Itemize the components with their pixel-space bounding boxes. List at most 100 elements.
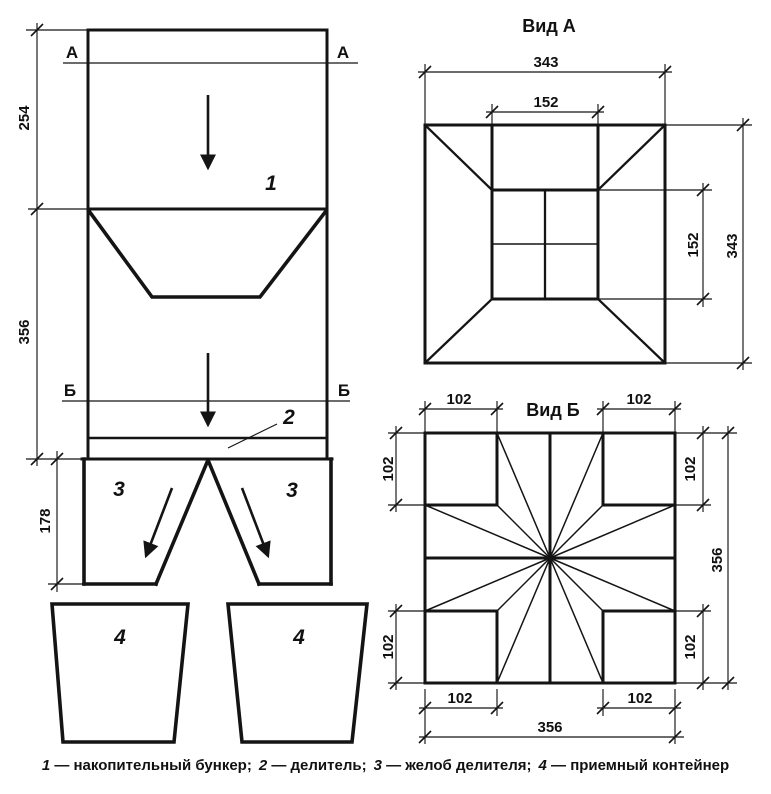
section-a-a: А А: [63, 43, 358, 64]
dim-tick: [736, 118, 750, 132]
legend-item-2: 2 — делитель;: [259, 757, 367, 774]
dim-102-bottom-right: 102: [627, 690, 652, 707]
dim-102-right-lower: 102: [682, 634, 699, 659]
part3-label-left: 3: [113, 478, 125, 501]
part2-label: 2: [282, 406, 295, 429]
dim-tick: [596, 701, 610, 715]
view-a-title: Вид А: [522, 16, 576, 36]
chute-box: [80, 457, 334, 587]
view-b-dimensions: 102 102 102 102: [380, 391, 737, 744]
legend-caption: 1 — накопительный бункер;2 — делитель;3 …: [0, 757, 771, 774]
dim-tick: [418, 65, 432, 79]
view-b-corner-tl: [423, 431, 499, 507]
dim-tick: [668, 402, 682, 416]
part2-leader-line: [227, 423, 278, 449]
view-b: Вид Б: [380, 391, 737, 744]
view-a-dimensions: 343 152 152 343: [418, 54, 752, 370]
dim-tick: [696, 426, 710, 440]
dim-tick: [30, 452, 44, 466]
dim-tick: [389, 676, 403, 690]
section-a-label-right: А: [337, 43, 349, 62]
dim-tick: [50, 452, 64, 466]
view-b-corner-bl: [423, 609, 499, 685]
container-left: [50, 602, 190, 744]
dim-343-top: 343: [533, 54, 558, 71]
dim-tick: [721, 676, 735, 690]
part4-label-right: 4: [292, 626, 305, 649]
ray: [496, 432, 551, 559]
ray: [424, 504, 551, 559]
view-a-outer-square: [423, 123, 667, 365]
section-b-label-right: Б: [338, 381, 350, 400]
dim-343-right: 343: [724, 233, 741, 258]
dim-102-top-right: 102: [626, 391, 651, 408]
legend-num-4: 4: [538, 757, 547, 774]
legend-num-3: 3: [373, 757, 382, 774]
dim-tick: [418, 402, 432, 416]
dim-102-top-left: 102: [446, 391, 471, 408]
ray: [496, 557, 551, 612]
legend-num-1: 1: [41, 757, 51, 774]
ray: [496, 504, 551, 559]
chute-arrow-left: [143, 487, 174, 559]
legend-item-1: 1 — накопительный бункер;: [42, 757, 252, 774]
legend-item-4: 4 — приемный контейнер: [539, 757, 730, 774]
section-b-label-left: Б: [64, 381, 76, 400]
container-right: [226, 602, 370, 744]
dim-102-left-upper: 102: [380, 456, 397, 481]
legend-text-4: — приемный контейнер: [551, 757, 730, 774]
chute-arrow-right: [240, 487, 271, 559]
dim-tick: [696, 292, 710, 306]
dim-tick: [721, 426, 735, 440]
hopper-funnel: [86, 208, 329, 299]
section-a-label-left: А: [66, 43, 78, 62]
dim-tick: [490, 402, 504, 416]
dim-tick: [389, 426, 403, 440]
dim-152-top: 152: [533, 94, 558, 111]
dim-tick: [736, 356, 750, 370]
view-a-diagonal-tr: [596, 123, 667, 192]
dim-tick: [658, 65, 672, 79]
dim-tick: [591, 105, 605, 119]
ray: [549, 504, 676, 559]
view-a-diagonal-bl: [423, 297, 494, 365]
view-a-diagonal-br: [596, 297, 667, 365]
ray: [549, 504, 604, 559]
dim-102-bottom-left: 102: [447, 690, 472, 707]
legend-text-3: — желоб делителя;: [386, 757, 532, 774]
dim-tick: [696, 183, 710, 197]
legend-text-2: — делитель;: [271, 757, 367, 774]
dim-tick: [490, 701, 504, 715]
dim-tick: [696, 498, 710, 512]
view-b-title: Вид Б: [526, 400, 579, 420]
ray: [549, 432, 604, 559]
dim-102-right-upper: 102: [682, 456, 699, 481]
dim-tick: [418, 701, 432, 715]
view-b-rays: [424, 432, 676, 684]
divider-band: [86, 423, 329, 449]
splitter-right-leg: [205, 457, 262, 587]
dim-tick: [389, 604, 403, 618]
ray: [549, 557, 676, 612]
dim-tick: [50, 577, 64, 591]
dim-178: 178: [37, 508, 54, 533]
legend-num-2: 2: [258, 757, 268, 774]
part4-label-left: 4: [113, 626, 126, 649]
part1-label: 1: [265, 172, 277, 195]
dim-tick: [485, 105, 499, 119]
dim-tick: [596, 402, 610, 416]
ray: [549, 557, 604, 684]
dim-tick: [668, 701, 682, 715]
view-b-corner-br: [601, 609, 677, 685]
section-b-b: Б Б: [62, 381, 350, 402]
dim-tick: [696, 604, 710, 618]
dim-tick: [668, 730, 682, 744]
dim-tick: [696, 676, 710, 690]
dim-356: 356: [16, 319, 33, 344]
part3-label-right: 3: [286, 479, 298, 502]
dim-tick: [30, 202, 44, 216]
ray: [424, 557, 551, 612]
legend-text-1: — накопительный бункер;: [54, 757, 252, 774]
